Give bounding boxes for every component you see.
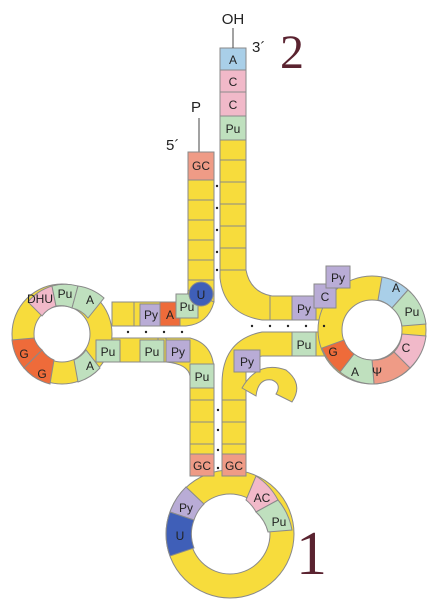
anticodon-stem-left-label: GC [193, 459, 211, 473]
t-loop-label-a2: A [351, 365, 359, 379]
anticodon-label-ac: AC [254, 491, 271, 505]
number-1-label: 1 [296, 520, 327, 588]
five-prime-label: 5´ [166, 137, 179, 154]
anticodon-label-py: Py [179, 501, 193, 515]
d-loop-label-dhu: DHU [27, 292, 53, 306]
number-2-label: 2 [280, 26, 304, 79]
d-arm-label-a: A [166, 308, 174, 322]
acceptor-label-c2: C [229, 98, 238, 112]
t-upper-label-py2: Py [331, 271, 345, 285]
loop-holes [34, 300, 402, 574]
t-upper-label-py1: Py [297, 302, 311, 316]
t-upper-label-c: C [321, 290, 330, 304]
t-lower-label-pu: Pu [297, 338, 312, 352]
t-loop-label-pu: Pu [405, 305, 420, 319]
acceptor-label-a: A [229, 53, 237, 67]
anticodon-label-pu: Pu [272, 515, 287, 529]
d-lower-label-pu2: Pu [145, 345, 160, 359]
three-prime-label: 3´ [252, 39, 265, 56]
d-lower-label-py: Py [171, 345, 185, 359]
d-loop-label-g2: G [37, 367, 46, 381]
phosphate-label: P [191, 99, 201, 116]
t-loop-label-a: A [392, 281, 400, 295]
t-loop-label-g: G [328, 345, 337, 359]
t-loop-label-c: C [402, 341, 411, 355]
acceptor-label-pu: Pu [226, 122, 241, 136]
d-loop-label-pu: Pu [58, 287, 73, 301]
acceptor-5prime-first-label: GC [192, 159, 210, 173]
anticodon-label-u: U [176, 529, 185, 543]
d-arm-label-pu: Pu [180, 300, 195, 314]
d-loop-label-a-bottom: A [86, 359, 94, 373]
d-arm-label-py: Py [144, 308, 158, 322]
oh-label: OH [222, 11, 245, 28]
anticodon-stem-right-label: GC [225, 459, 243, 473]
variable-label-pu: Pu [195, 370, 210, 384]
t-loop-label-psi: Ψ [372, 365, 382, 379]
d-arm-label-u: U [197, 288, 206, 302]
d-loop-label-a-top: A [86, 293, 94, 307]
d-lower-label-pu1: Pu [101, 345, 116, 359]
acceptor-label-c1: C [229, 75, 238, 89]
t-lower-label-py: Py [240, 355, 254, 369]
d-loop-label-g1: G [19, 347, 28, 361]
